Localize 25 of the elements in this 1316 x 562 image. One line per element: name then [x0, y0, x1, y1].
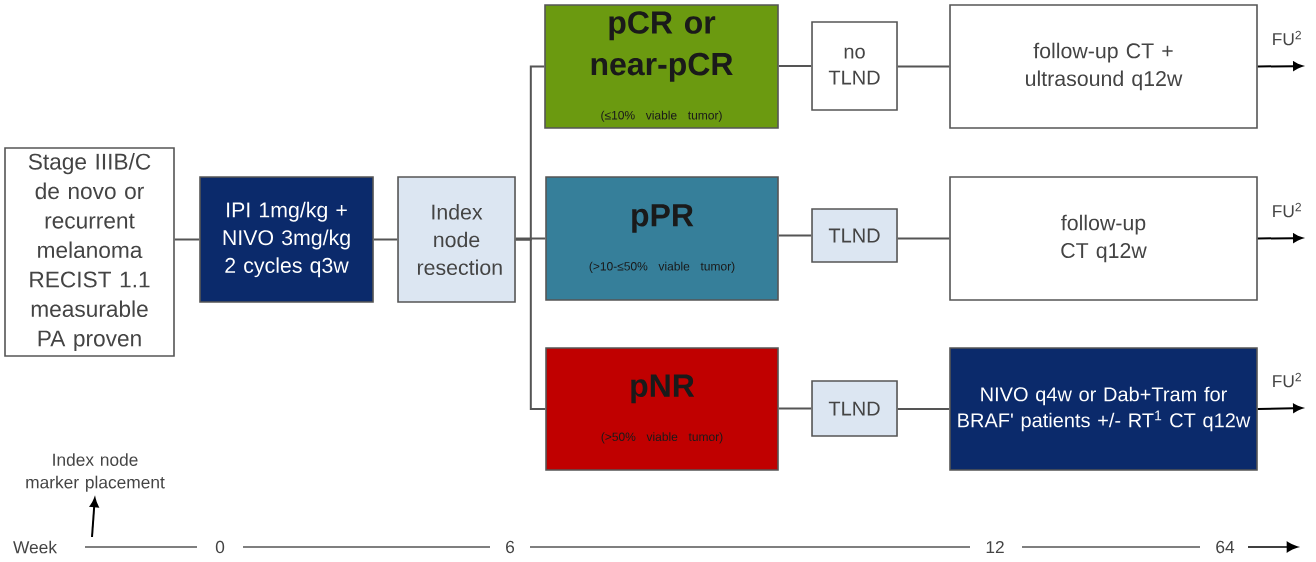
resection-box: Index node resection: [397, 176, 516, 303]
edge-label: FU$^{2}$: [1270, 201, 1304, 219]
procedure-box: no TLND: [811, 21, 898, 111]
axis-label: 0: [215, 540, 225, 554]
edge-label: FU$^{2}$: [1270, 371, 1304, 389]
stage-box: Stage IIIB/C de novo or recurrent melanoma RECIST 1.1 measurable PA proven: [4, 147, 175, 357]
response-box: pPR (>10-≤50% viable tumor): [545, 176, 779, 301]
axis-label: 6: [506, 540, 515, 554]
procedure-box: TLND: [811, 380, 898, 437]
procedure-box: TLND: [811, 208, 898, 263]
axis-label: Week: [13, 540, 58, 554]
axis-label: 64: [1216, 540, 1235, 554]
axis-label: 12: [986, 540, 1004, 554]
arrow: [1256, 403, 1303, 413]
annotation-text: Index node marker placement: [26, 453, 165, 492]
treatment-box: NIVO q4w or Dab+Tram for BRAF' patients +/- RT$^{1}$ CT q12w: [949, 347, 1258, 471]
follow-up-box: follow-up CT q12w: [949, 176, 1258, 301]
treatment-box: IPI 1mg/kg + NIVO 3mg/kg 2 cycles q3w: [199, 176, 374, 303]
follow-up-box: follow-up CT + ultrasound q12w: [949, 4, 1258, 129]
arrow: [1256, 233, 1303, 243]
response-box: pNR (>50% viable tumor): [545, 347, 779, 471]
arrow: [1256, 61, 1303, 71]
arrow: [89, 497, 99, 538]
response-box: pCR or near-pCR (≤10% viable tumor): [544, 4, 779, 129]
edge-label: FU$^{2}$: [1270, 29, 1304, 47]
